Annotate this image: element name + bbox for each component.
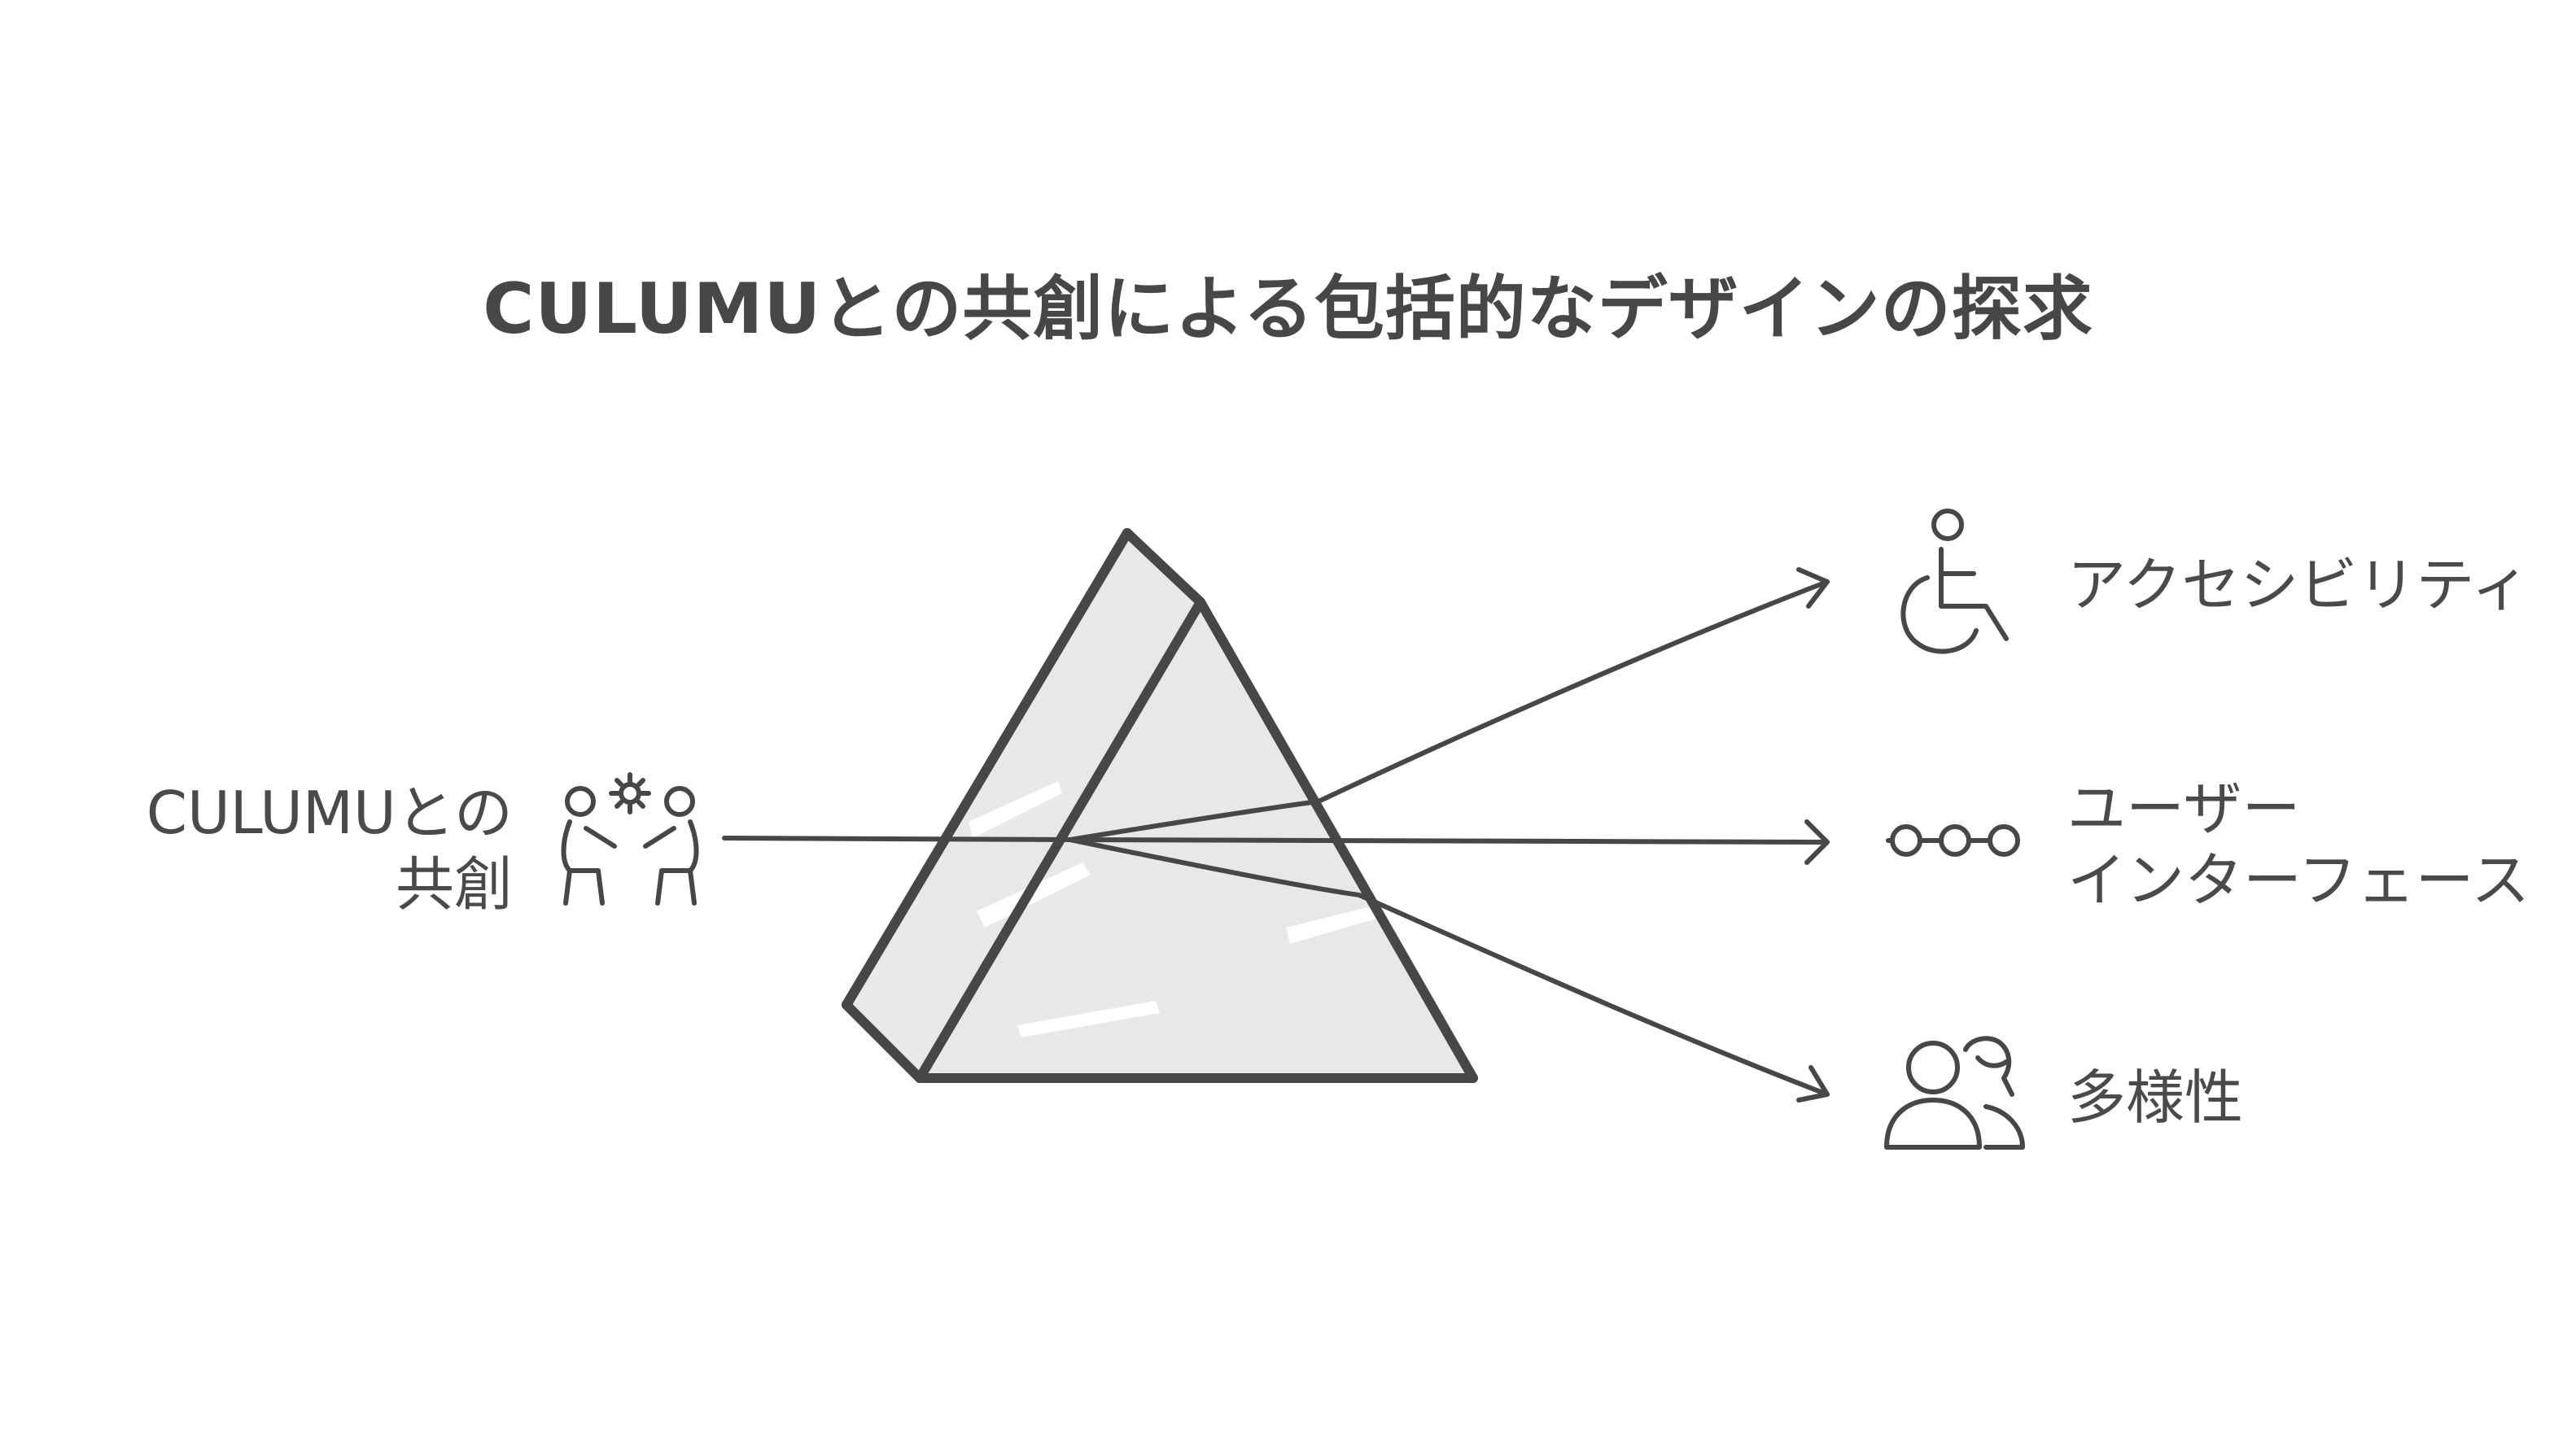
outgoing-beams	[1068, 567, 1830, 1103]
arrowhead-diversity	[1796, 1065, 1830, 1103]
output-label-diversity: 多様性	[2067, 1062, 2243, 1133]
cocreation-people-icon	[561, 772, 699, 906]
beam-ui	[1068, 837, 1830, 845]
arrowhead-accessibility	[1796, 567, 1830, 609]
connected-nodes-icon	[1886, 824, 2020, 857]
source-label: CULUMUとの 共創	[147, 777, 513, 920]
people-diversity-icon	[1884, 1036, 2025, 1150]
output-label-ui-line2: インターフェース	[2067, 846, 2530, 915]
prism	[842, 528, 1478, 1083]
output-label-ui-line1: ユーザー	[2067, 775, 2301, 843]
output-label-diversity-line1: 多様性	[2067, 1063, 2244, 1132]
source-label-line1: CULUMUとの	[146, 779, 513, 847]
page-title: CULUMUとの共創による包括的なデザインの探求	[483, 269, 2093, 350]
output-label-user-interface: ユーザー インターフェース	[2067, 773, 2530, 916]
arrowhead-ui	[1804, 819, 1830, 865]
source-label-line2: 共創	[395, 850, 513, 919]
beam-diversity	[1068, 837, 1830, 1097]
incoming-beam	[722, 836, 1073, 842]
output-label-accessibility-line1: アクセシビリティ	[2067, 551, 2530, 619]
wheelchair-icon	[1900, 509, 2009, 654]
beam-accessibility	[1068, 579, 1830, 842]
output-label-accessibility: アクセシビリティ	[2067, 549, 2530, 621]
